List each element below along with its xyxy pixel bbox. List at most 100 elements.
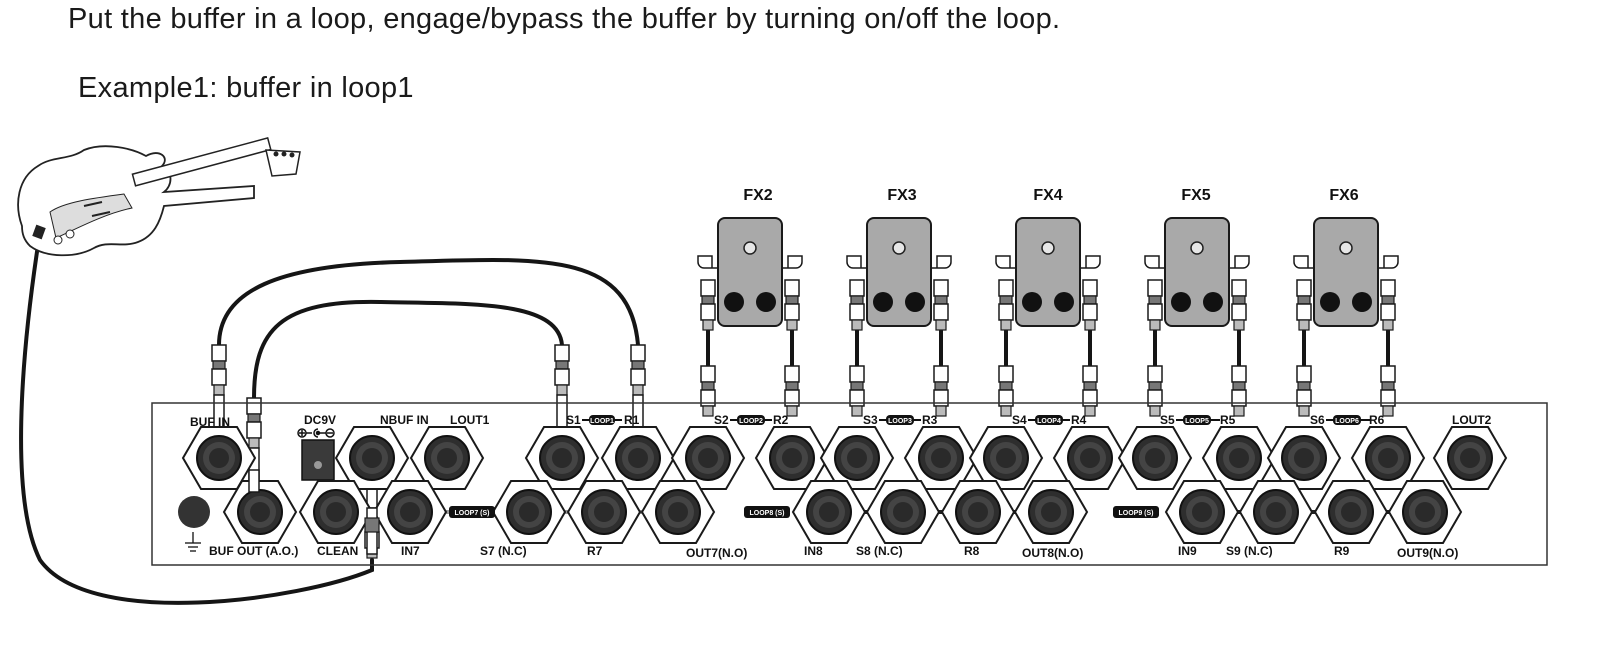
bottom-loop-tags: LOOP7 (S) LOOP8 (S) LOOP9 (S) [449,506,1159,518]
send-label: S6 [1310,413,1325,427]
fx-label: FX3 [887,187,916,204]
fx-label: FX5 [1181,187,1210,204]
jack-icon [601,426,675,490]
jack-icon [1202,426,1276,490]
jacks-top-row [182,426,1507,490]
jack-icon [1267,426,1341,490]
jack-icon [755,426,829,490]
label-r9: R9 [1334,544,1350,558]
jack-icon [182,426,256,490]
loop4-label: S4 LOOP4 R4 [1012,413,1087,427]
loop5-label: S5 LOOP5 R5 [1160,413,1236,427]
send-label: S5 [1160,413,1175,427]
return-label: R6 [1369,413,1385,427]
jack-icon [567,480,641,544]
loop1-label: S1 LOOP1 R1 [566,413,640,427]
jack-icon [1388,480,1462,544]
cable-bufin-r1 [217,257,640,347]
label-out7: OUT7(N.O) [686,546,747,560]
jack-icon [671,426,745,490]
jack-icon [969,426,1043,490]
label-buf-out: BUF OUT (A.O.) [209,544,298,558]
send-label: S1 [566,413,581,427]
jack-icon [373,480,447,544]
jack-icon [866,480,940,544]
label-s9: S9 (N.C) [1226,544,1273,558]
jack-icon [1314,480,1388,544]
jack-icon [410,426,484,490]
label-out8: OUT8(N.O) [1022,546,1083,560]
label-in8: IN8 [804,544,823,558]
jack-icon [641,480,715,544]
send-label: S3 [863,413,878,427]
return-label: R1 [624,413,640,427]
switcher-unit [151,402,1548,566]
fx-cables [706,320,1390,368]
send-label: S2 [714,413,729,427]
loop-tag: LOOP5 [1185,418,1209,425]
cables [19,230,640,605]
jack-icon [1165,480,1239,544]
loop-tag: LOOP2 [739,418,763,425]
dc-polarity-icon [297,428,335,438]
jack-icon [1053,426,1127,490]
fx-labels: FX2 FX3 FX4 FX5 FX6 [743,187,1358,204]
return-label: R4 [1071,413,1087,427]
jack-icon [223,480,297,544]
jack-icon [1351,426,1425,490]
jack-icon [1118,426,1192,490]
page-title: Put the buffer in a loop, engage/bypass … [68,3,1061,35]
return-label: R3 [922,413,938,427]
cable-bufout-s1 [252,299,564,400]
loop6-label: S6 LOOP6 R6 [1310,413,1385,427]
ground-knob [178,496,210,528]
label-nbuf-in: NBUF IN [380,413,429,427]
label-buf-in: BUF IN [190,415,230,429]
return-label: R5 [1220,413,1236,427]
label-s7: S7 (N.C) [480,544,527,558]
fx-label: FX6 [1329,187,1358,204]
jack-icon [904,426,978,490]
loop-tag: LOOP3 [888,418,912,425]
label-out9: OUT9(N.O) [1397,546,1458,560]
fx-pedals [697,217,1399,327]
top-labels: BUF IN DC9V NBUF IN LOUT1 LOUT2 [190,413,1492,429]
loop-send-return-labels: S1 LOOP1 R1 S2 LOOP2 R2 S3 LOOP3 R3 S4 L… [566,413,1385,427]
send-label: S4 [1012,413,1027,427]
return-label: R2 [773,413,789,427]
loop8-tag: LOOP8 (S) [749,510,784,517]
jack-icon [525,426,599,490]
ground-icon [185,532,201,552]
jack-icon [1433,426,1507,490]
fx-label: FX2 [743,187,772,204]
label-clean: CLEAN [317,544,358,558]
jack-icon [941,480,1015,544]
bottom-labels: BUF OUT (A.O.) CLEAN IN7 S7 (N.C) R7 OUT… [209,544,1458,560]
label-r7: R7 [587,544,603,558]
fx-label: FX4 [1033,187,1062,204]
loop3-label: S3 LOOP3 R3 [863,413,938,427]
loop9-tag: LOOP9 (S) [1118,510,1153,517]
label-s8: S8 (N.C) [856,544,903,558]
jack-icon [299,480,373,544]
jack-icon [1014,480,1088,544]
jack-icon [492,480,566,544]
guitar-cable [19,230,374,605]
label-lout1: LOUT1 [450,413,490,427]
jacks-bottom-row [223,480,1462,544]
label-in7: IN7 [401,544,420,558]
label-in9: IN9 [1178,544,1197,558]
guitar-icon [17,137,301,257]
label-r8: R8 [964,544,980,558]
label-dc: DC9V [304,413,336,427]
jack-icon [820,426,894,490]
loop-tag: LOOP4 [1037,418,1061,425]
jack-icon [335,426,409,490]
jack-icon [792,480,866,544]
dc-jack [301,439,335,481]
loop-tag: LOOP1 [590,418,614,425]
label-lout2: LOUT2 [1452,413,1492,427]
example-subtitle: Example1: buffer in loop1 [78,72,414,104]
jack-icon [1239,480,1313,544]
